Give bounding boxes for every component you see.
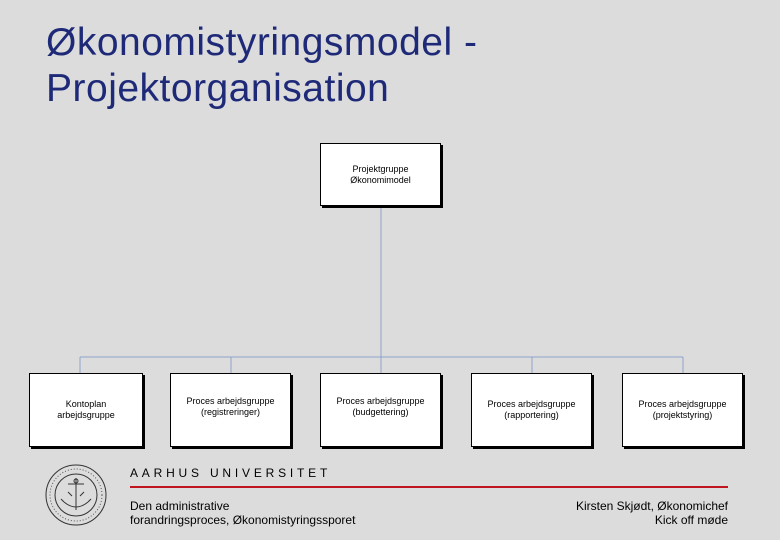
org-box-kontoplan: Kontoplan arbejdsgruppe: [29, 373, 143, 447]
org-box-projektstyring-line2: (projektstyring): [652, 410, 713, 420]
org-box-registreringer-line2: (registreringer): [200, 407, 260, 417]
slide-title-line-1: Økonomistyringsmodel -: [46, 21, 478, 64]
org-box-registreringer: Proces arbejdsgruppe (registreringer): [170, 373, 291, 447]
org-box-projektstyring-line1: Proces arbejdsgruppe: [638, 399, 727, 409]
org-box-budgettering-line1: Proces arbejdsgruppe: [336, 396, 425, 406]
slide-title: Økonomistyringsmodel - Projektorganisati…: [46, 20, 477, 112]
org-box-rapportering-line1: Proces arbejdsgruppe: [487, 399, 576, 409]
footer-right-text: Kirsten Skjødt, Økonomichef Kick off mød…: [576, 499, 728, 527]
footer-right-line2: Kick off møde: [654, 513, 728, 527]
footer-left-line1: Den administrative: [130, 499, 230, 513]
university-name: AARHUS UNIVERSITET: [130, 466, 332, 480]
org-box-root-line2: Økonomimodel: [350, 175, 411, 185]
footer-divider: [130, 486, 728, 488]
slide-title-line-2: Projektorganisation: [46, 67, 390, 110]
org-box-rapportering-line2: (rapportering): [504, 410, 559, 420]
org-box-projektstyring: Proces arbejdsgruppe (projektstyring): [622, 373, 743, 447]
org-box-kontoplan-line2: arbejdsgruppe: [57, 410, 115, 420]
org-box-registreringer-line1: Proces arbejdsgruppe: [186, 396, 275, 406]
org-box-root-line1: Projektgruppe: [352, 164, 409, 174]
org-box-root: Projektgruppe Økonomimodel: [320, 143, 441, 206]
footer-left-text: Den administrative forandringsproces, Øk…: [130, 499, 355, 527]
university-seal-icon: [45, 464, 107, 526]
footer-left-line2: forandringsproces, Økonomistyringssporet: [130, 513, 356, 527]
org-box-rapportering: Proces arbejdsgruppe (rapportering): [471, 373, 592, 447]
org-box-budgettering: Proces arbejdsgruppe (budgettering): [320, 373, 441, 447]
org-box-budgettering-line2: (budgettering): [352, 407, 409, 417]
org-box-kontoplan-line1: Kontoplan: [65, 399, 107, 409]
footer-right-line1: Kirsten Skjødt, Økonomichef: [575, 499, 728, 513]
